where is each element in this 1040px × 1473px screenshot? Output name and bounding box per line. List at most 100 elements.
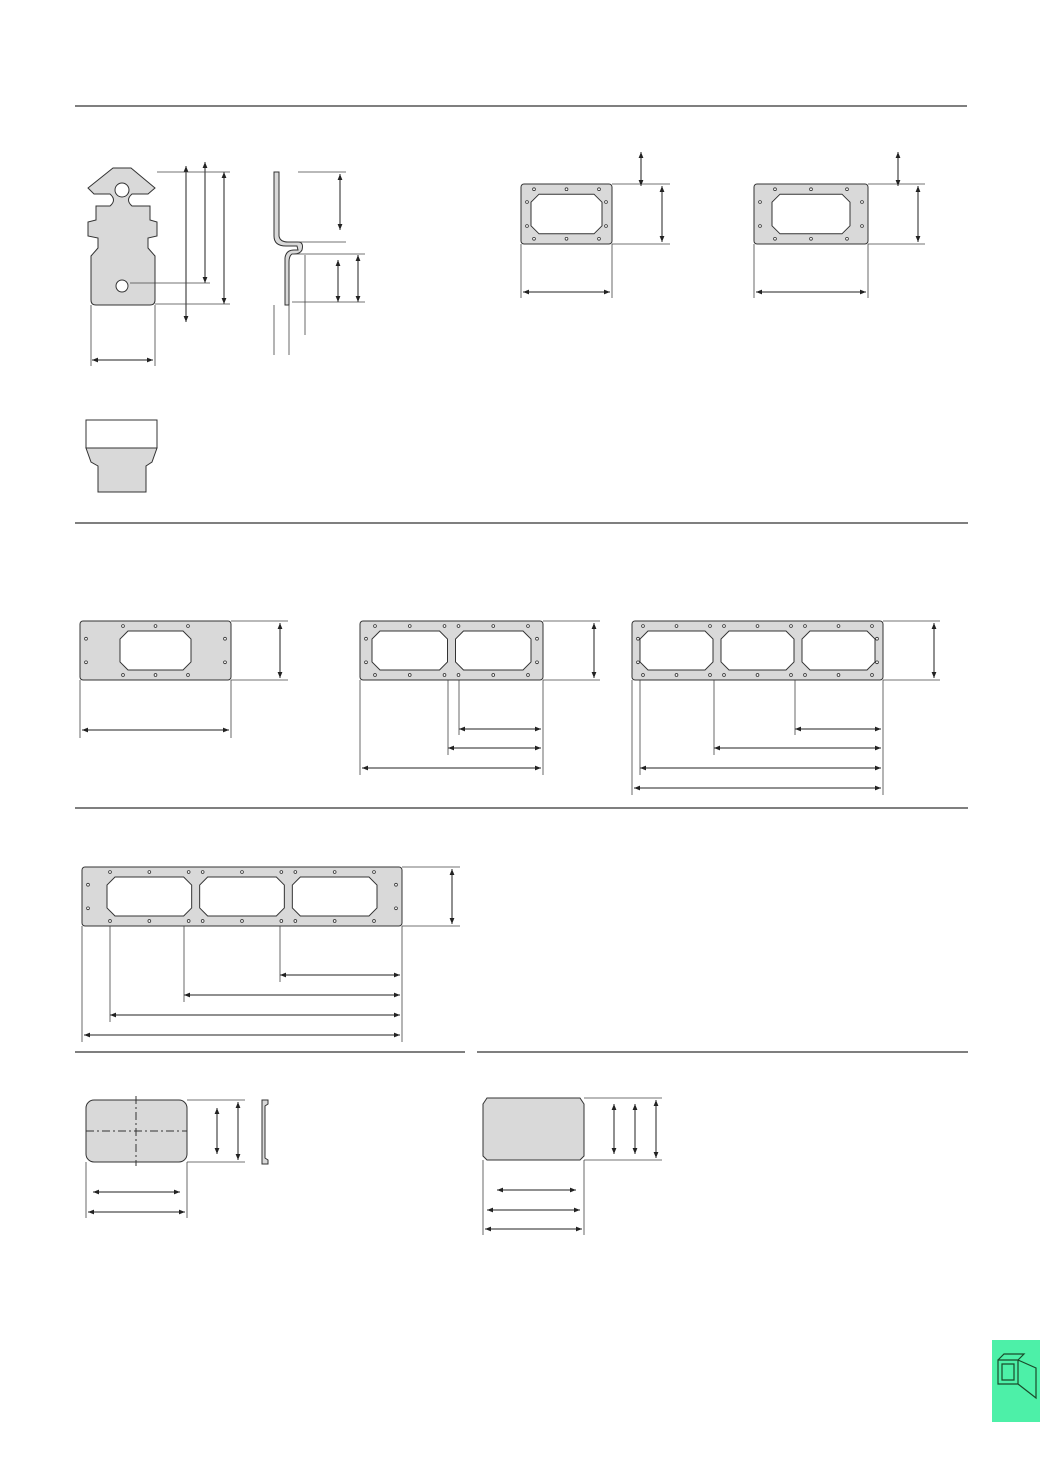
- screw-hole: [332, 919, 337, 923]
- mounting-hole: [875, 660, 879, 665]
- section-tab[interactable]: [992, 1340, 1040, 1422]
- screw-hole: [240, 919, 244, 923]
- mounting-hole: [525, 200, 529, 204]
- mounting-hole: [86, 906, 90, 911]
- screw-hole: [708, 624, 712, 628]
- screw-hole: [491, 673, 496, 677]
- section-dividers: [75, 105, 968, 1053]
- screw-hole: [240, 870, 244, 874]
- mounting-hole: [636, 636, 640, 641]
- screw-hole: [674, 673, 679, 677]
- screw-hole: [674, 624, 679, 628]
- mounting-hole: [636, 660, 640, 665]
- mounting-hole: [364, 636, 368, 641]
- screw-hole: [293, 870, 298, 874]
- gland-frame-1-opening: [520, 183, 613, 245]
- screw-hole: [641, 624, 645, 628]
- screw-hole: [332, 870, 337, 874]
- frame-opening: [720, 630, 795, 671]
- mounting-hole: [394, 882, 398, 887]
- frame-opening: [639, 630, 714, 671]
- mounting-hole: [394, 906, 398, 911]
- mounting-hole: [364, 660, 368, 665]
- screw-hole: [186, 673, 190, 677]
- frame-opening: [119, 630, 192, 671]
- screw-hole: [789, 673, 793, 677]
- screw-hole: [442, 673, 447, 677]
- bracket-hole-top: [114, 182, 130, 198]
- blank-plate: [482, 1097, 585, 1161]
- mounting-hole: [875, 636, 879, 641]
- gland-frame-3-opening: [81, 866, 403, 927]
- screw-hole: [803, 673, 807, 677]
- enclosure-cabinet-icon: [997, 1353, 1037, 1400]
- screw-hole: [809, 187, 813, 192]
- mounting-hole: [860, 200, 864, 204]
- cover-plates: [85, 1096, 585, 1166]
- mounting-hole: [604, 224, 608, 228]
- screw-hole: [121, 673, 125, 677]
- screw-hole: [293, 919, 298, 923]
- mounting-hole: [604, 200, 608, 204]
- frame-opening: [801, 630, 876, 671]
- frame-opening: [371, 630, 448, 671]
- screw-hole: [147, 919, 152, 923]
- screw-hole: [641, 673, 645, 677]
- gland-frame-1-opening: [79, 620, 232, 681]
- screw-hole: [803, 624, 807, 628]
- gland-frame-1-opening: [753, 183, 869, 245]
- gland-body: [85, 447, 158, 493]
- screw-hole: [186, 624, 190, 628]
- mounting-hole: [223, 660, 227, 665]
- screw-hole: [147, 870, 152, 874]
- dimension-lines: [79, 152, 940, 1235]
- screw-hole: [597, 187, 601, 192]
- cable-gland-part-drawing: [85, 419, 158, 493]
- screw-hole: [722, 624, 726, 628]
- mounting-bracket-drawing: [87, 167, 303, 306]
- screw-hole: [456, 673, 461, 677]
- screw-hole: [722, 673, 726, 677]
- mounting-hole: [535, 636, 539, 641]
- gland-frame-3-opening: [631, 620, 884, 681]
- mounting-hole: [758, 200, 762, 204]
- screw-hole: [773, 187, 777, 192]
- screw-hole: [564, 187, 569, 192]
- screw-hole: [279, 870, 284, 874]
- frame-opening: [530, 193, 603, 235]
- screw-hole: [708, 673, 712, 677]
- screw-hole: [836, 673, 841, 677]
- screw-hole: [279, 919, 284, 923]
- bracket-front-view: [87, 167, 158, 306]
- bracket-side-view: [273, 171, 303, 306]
- screw-hole: [845, 187, 849, 192]
- screw-hole: [108, 870, 112, 874]
- screw-hole: [526, 624, 530, 628]
- frame-opening: [771, 193, 851, 235]
- screw-hole: [407, 624, 412, 628]
- mounting-hole: [525, 224, 529, 228]
- gland-frame-2-opening: [359, 620, 544, 681]
- screw-hole: [407, 673, 412, 677]
- screw-hole: [532, 187, 536, 192]
- mounting-hole: [86, 882, 90, 887]
- mounting-hole: [84, 636, 88, 641]
- frame-opening: [291, 876, 378, 917]
- screw-hole: [121, 624, 125, 628]
- screw-hole: [108, 919, 112, 923]
- gland-top: [85, 419, 158, 449]
- screw-hole: [442, 624, 447, 628]
- screw-hole: [789, 624, 793, 628]
- screw-hole: [836, 624, 841, 628]
- screw-hole: [186, 919, 191, 923]
- screw-hole: [373, 624, 377, 628]
- screw-hole: [200, 870, 205, 874]
- screw-hole: [456, 624, 461, 628]
- screw-hole: [773, 237, 777, 241]
- screw-hole: [153, 673, 158, 677]
- bracket-hole-bottom: [115, 279, 129, 293]
- frame-opening: [106, 876, 193, 917]
- screw-hole: [200, 919, 205, 923]
- screw-hole: [491, 624, 496, 628]
